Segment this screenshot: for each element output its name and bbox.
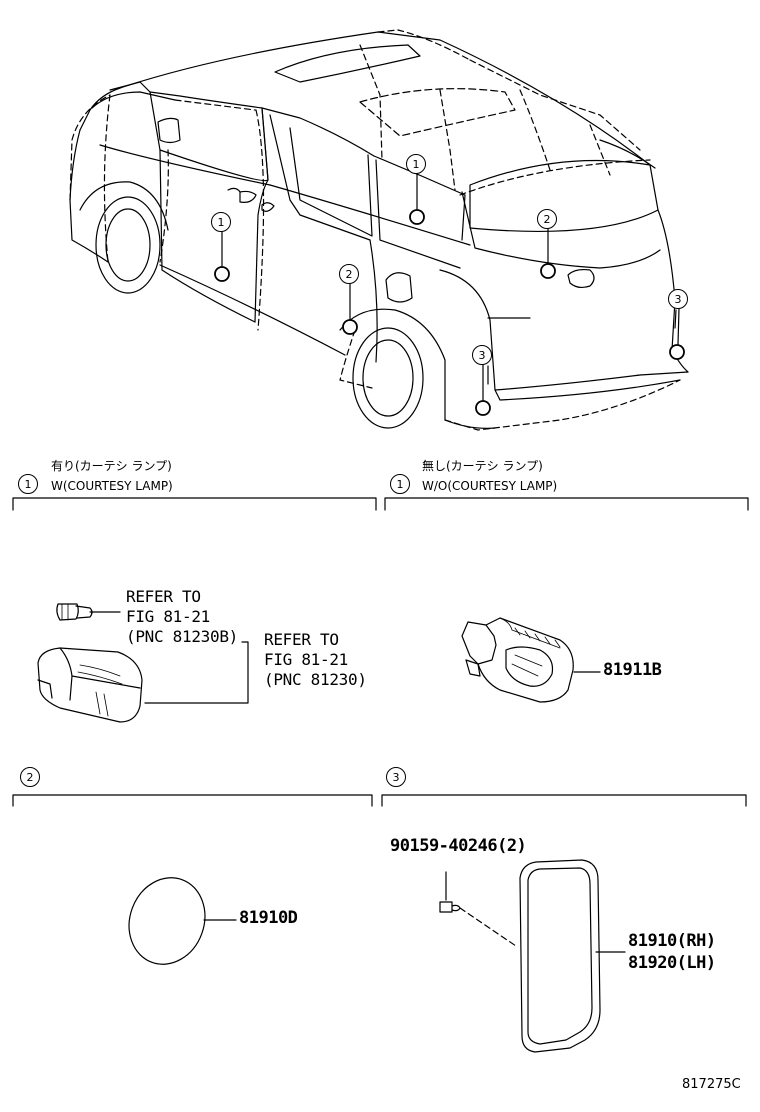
bulb-ref-line3: (PNC 81230B) <box>126 627 238 646</box>
lamp-ref-line1: REFER TO <box>264 630 339 649</box>
callout-3-right: 3 <box>668 289 688 309</box>
callout-2-rear: 2 <box>537 209 557 229</box>
bulb-ref-line2: FIG 81-21 <box>126 607 210 626</box>
part-number-81920-lh: 81920(LH) <box>628 953 716 973</box>
rear-reflector-assembly <box>439 859 626 1053</box>
figure-number: 817275C <box>682 1077 741 1092</box>
part-number-screw: 90159-40246(2) <box>390 836 527 856</box>
part-number-81911b: 81911B <box>603 660 662 680</box>
section-1-right-number: 1 <box>390 474 410 494</box>
courtesy-lamp-cover <box>461 617 601 703</box>
section-1-left-title-jp: 有り(カーテシ ランプ) <box>51 459 172 473</box>
section-1-right-title-en: W/O(COURTESY LAMP) <box>422 479 558 493</box>
section-dividers <box>12 497 749 807</box>
section-1-left-number: 1 <box>18 474 38 494</box>
bulb-ref-line1: REFER TO <box>126 587 201 606</box>
callout-2-side: 2 <box>339 264 359 284</box>
trim-plug <box>128 877 237 965</box>
callout-1-front-door: 1 <box>211 212 231 232</box>
section-1-left-title-en: W(COURTESY LAMP) <box>51 479 173 493</box>
section-2-number: 2 <box>20 767 40 787</box>
courtesy-lamp-with-bulb <box>37 603 249 723</box>
section-3-number: 3 <box>386 767 406 787</box>
section-1-right-title-jp: 無し(カーテシ ランプ) <box>422 459 543 473</box>
lamp-ref-line2: FIG 81-21 <box>264 650 348 669</box>
callout-3-left: 3 <box>472 345 492 365</box>
part-number-81910-rh: 81910(RH) <box>628 931 716 951</box>
part-number-81910d: 81910D <box>239 908 298 928</box>
vehicle-illustration <box>69 29 689 431</box>
callout-1-sliding-door: 1 <box>406 154 426 174</box>
lamp-ref-line3: (PNC 81230) <box>264 670 367 689</box>
